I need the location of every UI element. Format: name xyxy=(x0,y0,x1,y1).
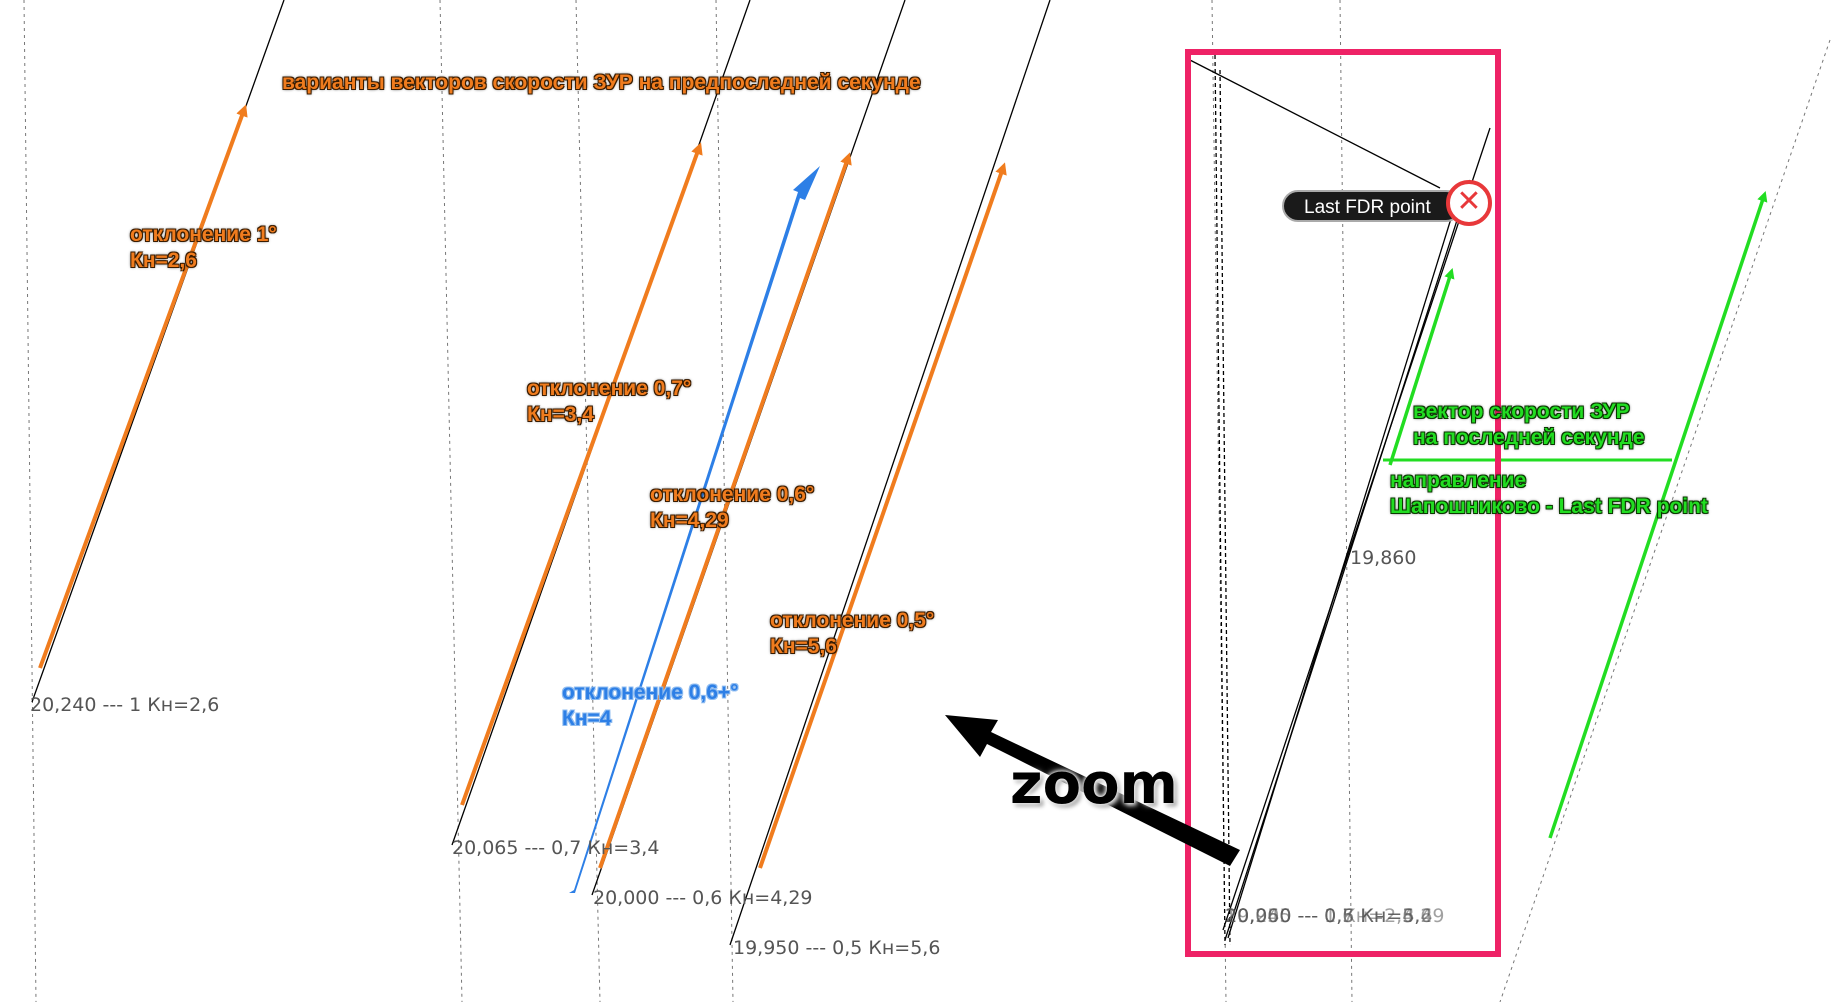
last-second-label: вектор скорости ЗУР на последней секунде xyxy=(1413,400,1645,449)
green-vector-far xyxy=(1548,191,1768,839)
green-vector-near xyxy=(1388,267,1455,466)
vector-label-0-7deg: отклонение 0,7° Кн=3,4 xyxy=(527,377,692,426)
overlap-label-3: 19,950 --- 0,5 Кн=5,6 xyxy=(1225,905,1433,927)
vector-0-6deg xyxy=(598,152,852,869)
track-label-20000: 20,000 --- 0,6 Кн=4,29 xyxy=(593,887,813,909)
overlap-label-2: 20,000 --- 0,6 Кн=4,29 xyxy=(1225,905,1445,927)
zoom-arrow xyxy=(945,715,1240,866)
last-fdr-point-label: Last FDR point xyxy=(1282,190,1462,222)
vector-0-7deg xyxy=(460,142,703,806)
vector-1deg xyxy=(38,104,248,669)
vector-blue xyxy=(569,166,820,893)
track-label-20240: 20,240 --- 1 Кн=2,6 xyxy=(30,694,220,716)
diagram-title: варианты векторов скорости ЗУР на предпо… xyxy=(282,71,921,94)
overlap-label-1: 20,065 --- 0,7 Кн=3,4 xyxy=(1225,905,1433,927)
vector-label-0-6deg: отклонение 0,6° Кн=4,29 xyxy=(650,483,815,532)
vector-0-5deg xyxy=(758,162,1007,869)
vector-label-blue: отклонение 0,6+° Кн=4 xyxy=(562,681,739,730)
direction-label: направление Шапошниково - Last FDR point xyxy=(1390,469,1708,518)
track-label-20065: 20,065 --- 0,7 Кн=3,4 xyxy=(452,837,660,859)
green-vectors xyxy=(1388,191,1768,839)
track-label-19860: 19,860 xyxy=(1350,547,1417,569)
flight-tracks xyxy=(31,0,1491,946)
zoom-label: zoom xyxy=(1010,752,1178,817)
overlap-label-0: 20,240 --- 1 Кн=2,6 xyxy=(1225,905,1415,927)
vector-label-1deg: отклонение 1° Кн=2,6 xyxy=(130,223,277,272)
close-icon[interactable]: ✕ xyxy=(1446,180,1492,226)
zoom-frame xyxy=(1185,49,1501,957)
orange-vectors xyxy=(38,104,1007,869)
track-label-19950: 19,950 --- 0,5 Кн=5,6 xyxy=(733,937,941,959)
vector-label-0-5deg: отклонение 0,5° Кн=5,6 xyxy=(770,609,935,658)
